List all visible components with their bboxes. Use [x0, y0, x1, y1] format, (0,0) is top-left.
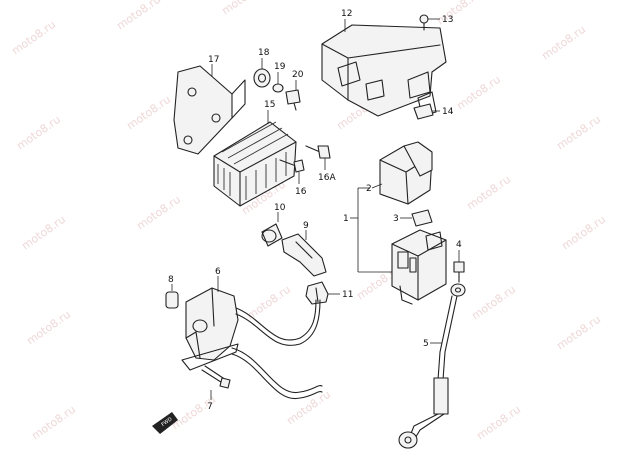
callout-16: 16: [295, 187, 307, 197]
screw-13: [419, 14, 429, 31]
bolt-16a: [305, 145, 331, 159]
ecu-unit: [321, 24, 447, 117]
bracket-plate: [173, 65, 246, 155]
callout-15: 15: [264, 100, 275, 110]
watermark: moto8.ru: [554, 313, 603, 353]
grommet-18: [253, 68, 271, 88]
callout-5: 5: [423, 339, 429, 349]
relay-cover: [379, 141, 433, 205]
ht-lead-upper: [235, 299, 321, 346]
plug-boot-9: [281, 233, 327, 277]
watermark: moto8.ru: [454, 73, 503, 113]
regulator-rectifier: [213, 121, 297, 207]
callout-19: 19: [274, 62, 286, 72]
bolt-4: [453, 261, 465, 283]
watermark: moto8.ru: [284, 388, 333, 428]
watermark: moto8.ru: [134, 193, 183, 233]
watermark: moto8.ru: [559, 213, 608, 253]
callout-14: 14: [442, 107, 454, 117]
callout-16a: 16A: [318, 173, 336, 183]
bolt-20: [285, 89, 301, 111]
callout-17: 17: [208, 55, 219, 65]
watermark: moto8.ru: [464, 173, 513, 213]
watermark: moto8.ru: [14, 113, 63, 153]
callout-11: 11: [342, 290, 353, 300]
cap-10: [261, 223, 283, 247]
callout-18: 18: [258, 48, 270, 58]
starter-relay: [391, 229, 447, 305]
callout-3: 3: [393, 214, 399, 224]
clip-14: [413, 103, 434, 120]
watermark: moto8.ru: [9, 18, 58, 58]
washer-19: [272, 83, 284, 93]
callout-6: 6: [215, 267, 221, 277]
spacer-8: [165, 291, 179, 309]
callout-10: 10: [274, 203, 286, 213]
watermark: moto8.ru: [554, 113, 603, 153]
forward-arrow-icon: FWD: [152, 412, 178, 434]
watermark: moto8.ru: [24, 308, 73, 348]
ht-lead-lower: [231, 347, 323, 400]
grommet-11: [305, 281, 329, 305]
battery-cable: [398, 283, 466, 449]
callout-group-1: [350, 187, 392, 273]
watermark: moto8.ru: [29, 403, 78, 443]
watermark: moto8.ru: [539, 23, 588, 63]
callout-8: 8: [168, 275, 174, 285]
callout-4: 4: [456, 240, 462, 250]
callout-7: 7: [207, 402, 213, 412]
fuse-3: [411, 209, 433, 227]
ignition-coil: [181, 287, 239, 371]
watermark: moto8.ru: [19, 213, 68, 253]
bolt-7: [201, 365, 231, 389]
callout-20: 20: [292, 70, 304, 80]
bolt-16: [279, 159, 305, 173]
callout-2: 2: [366, 184, 372, 194]
watermark: moto8.ru: [219, 0, 268, 17]
callout-1: 1: [343, 214, 349, 224]
fwd-label: FWD: [160, 416, 173, 428]
callout-12: 12: [341, 9, 352, 19]
watermark: moto8.ru: [124, 93, 173, 133]
callout-9: 9: [303, 221, 309, 231]
watermark: moto8.ru: [469, 283, 518, 323]
callout-13: 13: [442, 15, 453, 25]
watermark: moto8.ru: [114, 0, 163, 32]
watermark: moto8.ru: [474, 403, 523, 443]
